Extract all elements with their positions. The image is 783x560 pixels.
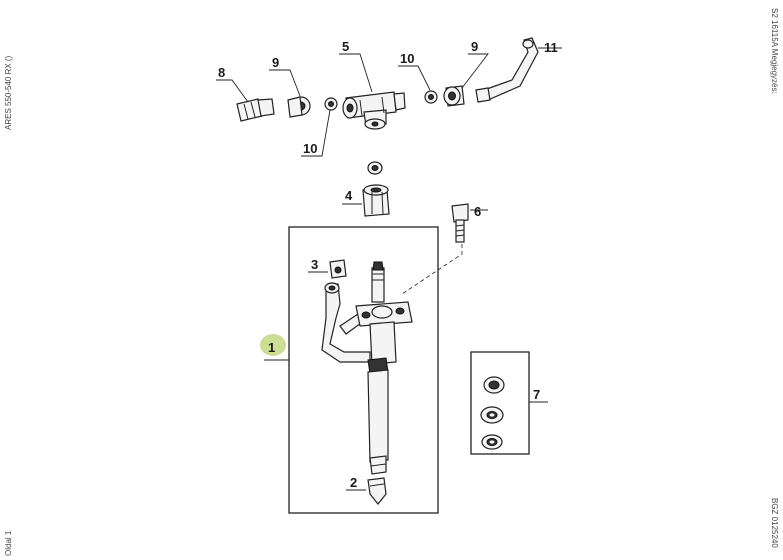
callout-5: 5 <box>342 39 349 54</box>
callout-6: 6 <box>474 204 481 219</box>
leader-9-left <box>269 69 301 97</box>
part-7-seal-ring-1[interactable] <box>483 376 505 394</box>
callout-4: 4 <box>345 188 353 203</box>
part-7-seal-ring-3[interactable] <box>481 434 503 450</box>
callout-8: 8 <box>218 65 225 80</box>
callout-9-left: 9 <box>272 55 279 70</box>
leader-10-bottom <box>301 109 331 157</box>
part-8-banjo-fitting[interactable] <box>236 98 275 122</box>
part-4-nozzle-nut[interactable] <box>362 184 390 217</box>
callout-9-right: 9 <box>471 39 478 54</box>
part-small-nut-upper[interactable] <box>367 161 383 175</box>
part-9-nut-right[interactable] <box>443 85 465 107</box>
leader-10-top <box>398 65 431 91</box>
callout-10-top: 10 <box>400 51 414 66</box>
part-3-small-nut[interactable] <box>329 259 347 279</box>
part-5-tee-union[interactable] <box>342 91 406 130</box>
injector-assembly-frame <box>288 226 439 514</box>
leader-5 <box>339 53 373 93</box>
callout-1-highlight <box>260 334 286 356</box>
part-1-injector[interactable] <box>321 261 413 475</box>
callout-11: 11 <box>544 40 558 55</box>
callout-10-bottom: 10 <box>303 141 317 156</box>
leader-9-right <box>461 53 489 89</box>
part-6-bolt[interactable] <box>451 203 469 243</box>
bolt-to-flange-line <box>401 244 463 295</box>
part-11-bent-pipe[interactable] <box>475 37 539 103</box>
callout-1: 1 <box>268 340 275 355</box>
part-7-seal-ring-2[interactable] <box>480 406 504 424</box>
leader-8 <box>216 79 249 103</box>
part-10-washer-right[interactable] <box>424 90 438 104</box>
callout-3: 3 <box>311 257 318 272</box>
part-2-nozzle[interactable] <box>367 477 387 505</box>
callout-2: 2 <box>350 475 357 490</box>
callout-7: 7 <box>533 387 540 402</box>
part-9-nut-left[interactable] <box>287 96 311 118</box>
part-10-washer-left[interactable] <box>324 97 338 111</box>
seal-kit-frame <box>470 351 530 455</box>
